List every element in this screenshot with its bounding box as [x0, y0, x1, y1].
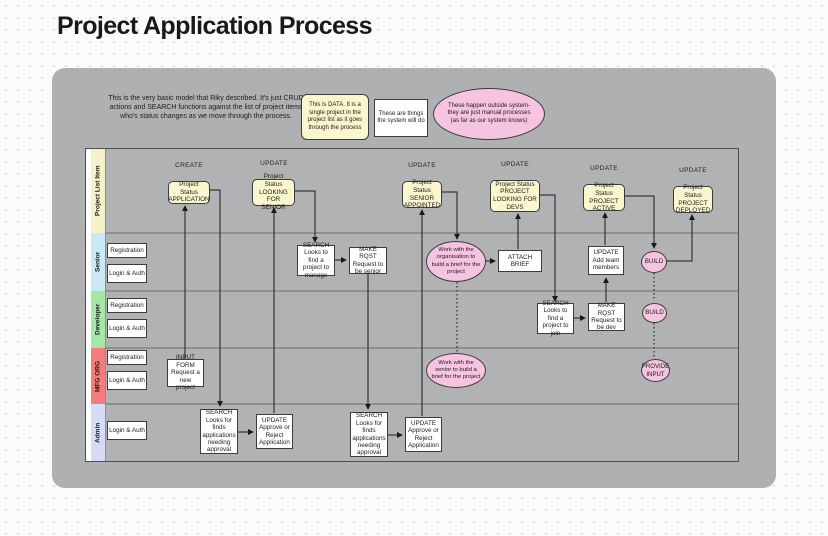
senior-work-with-org-ellipse[interactable]: Work with the organisation to build a br…: [426, 241, 486, 282]
action-desc: Looks to find a project to join: [542, 307, 569, 337]
action-title: SEARCH: [205, 409, 233, 417]
action-title: SEARCH: [542, 299, 569, 307]
action-title: UPDATE: [261, 416, 288, 424]
developer-search-box[interactable]: SEARCH Looks to find a project to join: [537, 299, 574, 337]
status-value: PROJECT DEPLOYED: [675, 199, 711, 215]
senior-registration-box[interactable]: Registration: [107, 243, 147, 258]
developer-login-auth-box[interactable]: Login & Auth: [107, 319, 147, 338]
action-title: UPDATE: [593, 249, 619, 257]
action-desc: Add team members: [592, 256, 620, 272]
admin-search-box-1[interactable]: SEARCH Looks for finds applications need…: [200, 409, 238, 454]
senior-build-ellipse[interactable]: BUILD: [641, 251, 667, 273]
developer-registration-box[interactable]: Registration: [107, 298, 147, 313]
mfg-input-form-box[interactable]: INPUT FORM Request a new project: [167, 354, 204, 391]
admin-update-box-2[interactable]: UPDATE Approve or Reject Application: [405, 417, 442, 452]
op-label-update-2: UPDATE: [408, 162, 436, 169]
action-desc: Approve or Reject Application: [408, 427, 439, 449]
description-note: This is the very basic model that Riky d…: [108, 95, 304, 121]
status-value: PROJECT LOOKING FOR DEVS: [493, 188, 537, 211]
status-value: APPLICATION: [168, 196, 210, 204]
action-desc: Request a new project: [171, 369, 200, 392]
lane-label-mfg-org: MFG ORG: [91, 348, 105, 404]
action-title: MAKE RQST: [359, 245, 377, 261]
manual-legend-note[interactable]: These happen outside system- they are ju…: [433, 88, 545, 140]
status-box-project-deployed[interactable]: Project Status PROJECT DEPLOYED: [673, 184, 713, 215]
developer-build-ellipse[interactable]: BUILD: [642, 303, 667, 323]
admin-search-box-2[interactable]: SEARCH Looks for finds applications need…: [350, 412, 388, 457]
action-desc: Looks for finds applications needing app…: [352, 419, 386, 457]
status-value: PROJECT ACTIVE: [589, 197, 619, 213]
action-desc: Looks to find a project to manage: [303, 249, 329, 279]
data-legend-note[interactable]: This is DATA. It is a single project in …: [301, 94, 369, 140]
op-label-update-1: UPDATE: [260, 160, 288, 167]
status-value: SENIOR APPOINTED: [403, 194, 441, 210]
status-box-looking-for-senior[interactable]: Project Status LOOKING FOR SENIOR: [252, 173, 295, 211]
admin-update-box-1[interactable]: UPDATE Approve or Reject Application: [256, 414, 293, 449]
lane-label-admin: Admin: [91, 404, 105, 461]
swimlane-diagram[interactable]: Project List Item Senior Developer MFG O…: [85, 148, 739, 462]
action-title: MAKE RQST: [597, 302, 616, 317]
status-box-project-looking-for-devs[interactable]: Project Status PROJECT LOOKING FOR DEVS: [490, 180, 540, 212]
mfg-registration-box[interactable]: Registration: [107, 350, 147, 365]
status-label: Project Status: [683, 184, 703, 199]
action-desc: Approve or Reject Application: [259, 424, 290, 446]
lane-label-project-list-item: Project List Item: [91, 149, 105, 233]
op-label-update-5: UPDATE: [679, 167, 707, 174]
action-title: UPDATE: [410, 419, 437, 427]
senior-login-auth-box[interactable]: Login & Auth: [107, 264, 147, 283]
whiteboard-canvas[interactable]: This is the very basic model that Riky d…: [52, 68, 776, 488]
action-title: INPUT FORM: [176, 354, 195, 369]
senior-update-add-team-box[interactable]: UPDATE Add team members: [588, 246, 624, 275]
op-label-update-3: UPDATE: [501, 161, 529, 168]
action-desc: Request to be senior: [352, 260, 384, 275]
admin-login-auth-box[interactable]: Login & Auth: [107, 421, 147, 440]
status-value: LOOKING FOR SENIOR: [259, 188, 288, 212]
mfg-login-auth-box[interactable]: Login & Auth: [107, 371, 147, 390]
action-desc: Looks for finds applications needing app…: [202, 416, 236, 454]
action-desc: Request to be dev: [591, 317, 622, 332]
senior-make-rqst-box[interactable]: MAKE RQST Request to be senior: [349, 245, 387, 275]
senior-search-box[interactable]: SEARCH Looks to find a project to manage: [297, 241, 335, 279]
lane-label-developer: Developer: [91, 291, 105, 348]
status-box-senior-appointed[interactable]: Project Status SENIOR APPOINTED: [402, 179, 442, 210]
status-label: Project Status: [263, 173, 284, 188]
lane-label-senior: Senior: [91, 233, 105, 291]
system-legend-note[interactable]: These are things the system will do: [374, 99, 428, 137]
status-label: Project Status: [412, 179, 432, 194]
action-title: SEARCH: [302, 241, 330, 249]
lane-gutter: [86, 149, 91, 461]
op-label-update-4: UPDATE: [590, 165, 618, 172]
attach-brief-box[interactable]: ATTACH BRIEF: [498, 250, 542, 272]
op-label-create: CREATE: [175, 162, 203, 169]
page-title: Project Application Process: [57, 12, 373, 40]
status-label: Project Status: [594, 182, 614, 197]
status-label: Project Status: [495, 180, 535, 188]
status-box-application[interactable]: Project Status APPLICATION: [168, 181, 210, 204]
status-label: Project Status: [179, 181, 199, 196]
developer-make-rqst-box[interactable]: MAKE RQST Request to be dev: [588, 302, 625, 332]
mfg-work-with-senior-ellipse[interactable]: Work with the senior to build a brief fo…: [426, 353, 486, 388]
status-box-project-active[interactable]: Project Status PROJECT ACTIVE: [583, 182, 625, 213]
action-title: SEARCH: [355, 412, 383, 420]
mfg-provide-input-ellipse[interactable]: PROVIDE INPUT: [641, 359, 670, 382]
